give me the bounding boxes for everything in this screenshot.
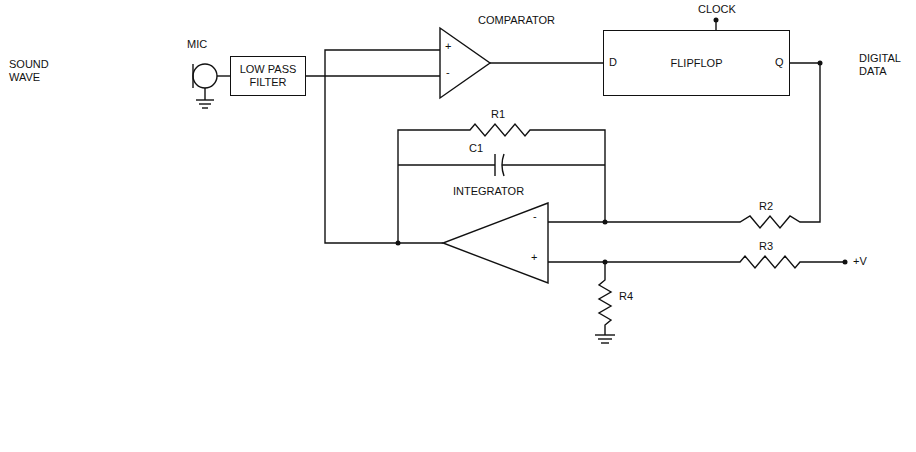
pin-label: D [608,56,618,69]
wire [398,164,495,165]
wire [217,75,230,76]
amplifier-name: INTEGRATOR [453,185,524,198]
input-label: SOUND WAVE [8,58,66,84]
signal-label: CLOCK [697,3,737,16]
microphone-symbol [193,64,217,88]
ground-symbol [202,107,208,108]
component-label: R2 [758,200,774,213]
terminal-dot [714,18,719,23]
pin-label: + [530,251,538,264]
box-title: FLIPFLOP [671,57,723,70]
amplifier-triangle [440,28,490,98]
component-label: C1 [468,142,484,155]
signal-wire [490,62,603,63]
amplifier-outline [440,28,490,98]
microphone-diaphragm [192,64,193,88]
pin-label: - [532,210,538,223]
component-label: R1 [490,108,506,121]
amplifier-triangle [443,203,548,283]
resistor-symbol [599,262,611,335]
pin-label: + [444,40,452,53]
flipflop-box: FLIPFLOP [603,30,790,96]
ground-symbol [199,103,211,104]
pin-label: - [445,66,451,79]
wire [502,164,605,165]
ground-symbol [196,99,214,100]
pin-label: Q [774,56,785,69]
component-label: R4 [618,290,634,303]
signal-wire [306,75,440,76]
supply-label: +V [852,255,868,268]
ground-symbol [598,338,612,339]
capacitor-symbol [494,154,495,176]
junction-dot [603,260,608,265]
signal-wire [325,50,443,243]
ground-symbol [601,342,609,343]
filter-box: LOW PASS FILTER [230,56,306,96]
component-label: R3 [758,240,774,253]
amplifier-name: COMPARATOR [478,14,555,27]
comparator-amplifier: COMPARATOR [440,28,490,98]
box-title: LOW PASS FILTER [237,63,299,89]
terminal-dot [843,260,848,265]
resistor-symbol [548,256,845,268]
ground-symbol [595,334,615,335]
component-label: MIC [186,38,208,51]
ground-wire [204,88,205,100]
resistor-symbol [398,124,605,243]
output-label: DIGITAL DATA [858,52,914,78]
